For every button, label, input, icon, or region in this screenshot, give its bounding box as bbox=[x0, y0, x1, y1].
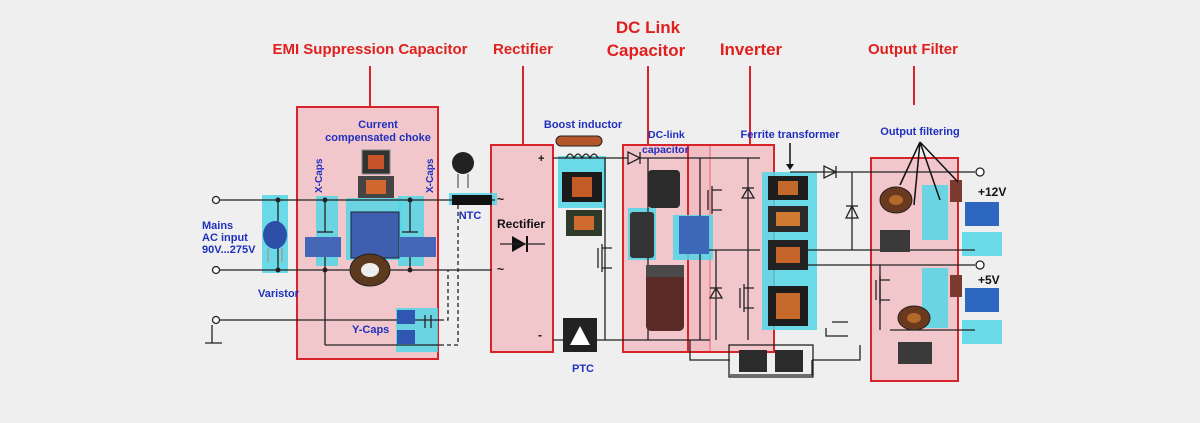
mains-label-1: Mains bbox=[202, 220, 233, 232]
rectifier-tilde-top: ~ bbox=[497, 192, 504, 206]
output-film-cap-12v bbox=[965, 202, 999, 226]
x-caps-right-label: X-Caps bbox=[425, 158, 436, 193]
dc-link-label-2: capacitor bbox=[642, 144, 689, 156]
opto-part-1 bbox=[739, 350, 767, 372]
output-elec-cap-1 bbox=[950, 180, 962, 202]
ycap-1 bbox=[397, 310, 415, 324]
xcap-left-component bbox=[305, 237, 341, 257]
dclink-cap-2 bbox=[630, 212, 654, 258]
output-smd-1 bbox=[880, 230, 910, 252]
opto-part-2 bbox=[775, 350, 803, 372]
out-terminal-12v bbox=[975, 167, 985, 177]
x-caps-left-label: X-Caps bbox=[314, 158, 325, 193]
out-5v-label: +5V bbox=[978, 273, 1000, 287]
rectifier-minus: - bbox=[538, 328, 542, 342]
output-switch bbox=[875, 276, 890, 304]
rectifier-plus: + bbox=[538, 153, 544, 165]
dclink-title-line2: Capacitor bbox=[607, 41, 686, 60]
output-elec-cap-2 bbox=[950, 275, 962, 297]
mains-terminal-n bbox=[211, 265, 221, 275]
boost-inductor-label: Boost inductor bbox=[544, 119, 623, 131]
rectifier-title: Rectifier bbox=[493, 41, 553, 58]
mains-terminal-l bbox=[211, 195, 221, 205]
boost-diode bbox=[627, 150, 642, 166]
feedback-loop bbox=[689, 340, 861, 376]
boost-inductor-component bbox=[555, 135, 603, 147]
rectifier-box-label: Rectifier bbox=[497, 217, 545, 231]
ptc-label: PTC bbox=[572, 363, 594, 375]
varistor-label: Varistor bbox=[258, 288, 300, 300]
output-filter-title: Output Filter bbox=[868, 41, 958, 58]
xcap-right-component bbox=[400, 237, 436, 257]
dclink-title-line1: DC Link bbox=[616, 18, 681, 37]
output-film-cap-5v bbox=[965, 288, 999, 312]
inverter-switch-1 bbox=[707, 186, 722, 214]
dclink-cap-1 bbox=[648, 170, 680, 208]
feedback-switch bbox=[825, 321, 848, 337]
out-terminal-5v bbox=[975, 260, 985, 270]
ntc-resistor bbox=[452, 195, 492, 205]
earth-terminal bbox=[211, 315, 221, 325]
inverter-title: Inverter bbox=[720, 40, 783, 59]
secondary-diode bbox=[823, 164, 838, 180]
dashed-earth-lines bbox=[440, 200, 459, 346]
emi-title: EMI Suppression Capacitor bbox=[272, 41, 467, 58]
out-12v-cap-highlight bbox=[962, 232, 1002, 256]
current-choke-label-1: Current bbox=[358, 119, 398, 131]
out-cap-highlight-1 bbox=[922, 185, 948, 240]
output-smd-2 bbox=[898, 342, 932, 364]
ntc-label: NTC bbox=[459, 210, 482, 222]
choke-blue bbox=[350, 211, 400, 259]
out-12v-label: +12V bbox=[978, 185, 1006, 199]
out-5v-cap-highlight bbox=[962, 320, 1002, 344]
ntc-component bbox=[452, 152, 474, 174]
dc-link-label-1: DC-link bbox=[648, 129, 685, 141]
ycap-2 bbox=[397, 330, 415, 344]
output-filtering-arrows bbox=[899, 141, 959, 206]
pfc-switch bbox=[597, 244, 612, 272]
mains-label-2: AC input bbox=[202, 232, 248, 244]
ferrite-transformer-label: Ferrite transformer bbox=[740, 129, 840, 141]
rectifier-section-box bbox=[490, 144, 554, 353]
output-filtering-label: Output filtering bbox=[880, 126, 959, 138]
varistor-component bbox=[263, 221, 287, 249]
rectifier-tilde-bottom: ~ bbox=[497, 262, 504, 276]
optocoupler-box bbox=[728, 344, 814, 378]
mains-label-3: 90V...275V bbox=[202, 244, 256, 256]
inverter-switch-2 bbox=[739, 284, 754, 312]
current-choke-label-2: compensated choke bbox=[325, 132, 431, 144]
dclink-cap-3 bbox=[679, 216, 709, 254]
y-caps-label: Y-Caps bbox=[352, 324, 389, 336]
dclink-cap-4 bbox=[646, 265, 684, 331]
